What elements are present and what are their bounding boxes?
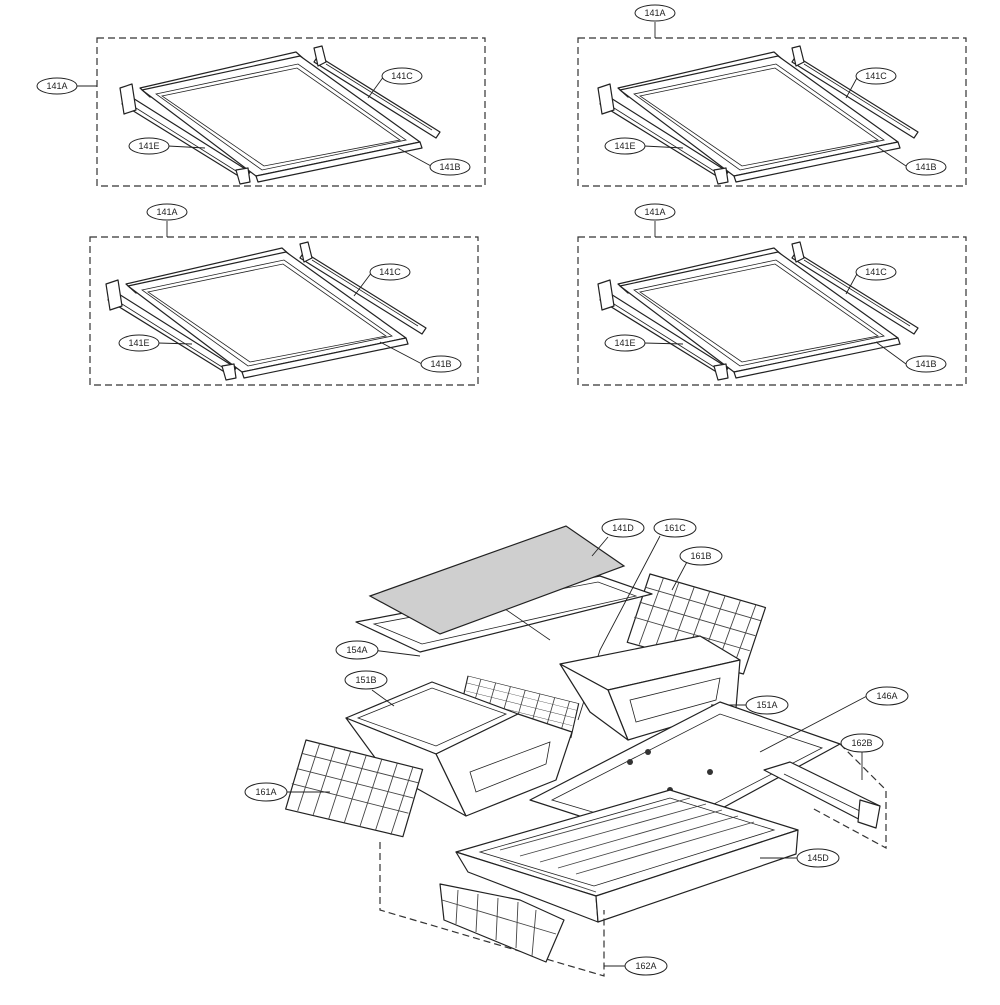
- callout-146a: 146A: [876, 691, 897, 701]
- callout-141c: 141C: [865, 267, 887, 277]
- dashed-frame: [577, 37, 967, 187]
- callout-161b: 161B: [690, 551, 711, 561]
- callout-145d: 145D: [807, 853, 829, 863]
- callout-141d: 141D: [612, 523, 634, 533]
- dashed-frame-162b: [811, 743, 887, 850]
- callout-162b: 162B: [851, 738, 872, 748]
- callout-141c: 141C: [379, 267, 401, 277]
- callout-141a: 141A: [156, 207, 177, 217]
- shelf-drawing: [105, 241, 427, 381]
- callout-141c: 141C: [391, 71, 413, 81]
- shelf-assembly-top-left: 141A 141C 141E 141B: [36, 37, 486, 187]
- callout-141e: 141E: [128, 338, 149, 348]
- callout-161c: 161C: [664, 523, 686, 533]
- callout-141b: 141B: [915, 359, 936, 369]
- callout-162a: 162A: [635, 961, 656, 971]
- callout-141c: 141C: [865, 71, 887, 81]
- callout-141a: 141A: [46, 81, 67, 91]
- shelf-assembly-top-right: 141A 141C 141E 141B: [577, 4, 967, 187]
- guide-162b: [763, 761, 881, 829]
- callout-141e: 141E: [138, 141, 159, 151]
- tray-145d: [455, 789, 799, 923]
- dashed-frame: [89, 236, 479, 386]
- shelf-assembly-mid-left: 141A 141C 141E 141B: [89, 203, 479, 386]
- dashed-frame: [577, 236, 967, 386]
- callout-151b: 151B: [355, 675, 376, 685]
- crisper-assembly: 141D 161C 161B 151A 154A: [244, 518, 909, 977]
- callout-141b: 141B: [430, 359, 451, 369]
- callout-141a: 141A: [644, 207, 665, 217]
- drawer-151a: [559, 635, 741, 741]
- shelf-drawing: [597, 241, 919, 381]
- shelf-drawing: [597, 45, 919, 185]
- callout-141a: 141A: [644, 8, 665, 18]
- dashed-frame-162a: [379, 842, 605, 977]
- shelf-drawing: [119, 45, 441, 185]
- shelf-assembly-mid-right: 141A 141C 141E 141B: [577, 203, 967, 386]
- guide-162a: [439, 883, 565, 963]
- callout-151a: 151A: [756, 700, 777, 710]
- callout-141e: 141E: [614, 141, 635, 151]
- dashed-frame: [96, 37, 486, 187]
- callout-141b: 141B: [915, 162, 936, 172]
- callout-154a: 154A: [346, 645, 367, 655]
- callout-141b: 141B: [439, 162, 460, 172]
- callout-141e: 141E: [614, 338, 635, 348]
- cover-glass-141d: [368, 525, 626, 635]
- callout-161a: 161A: [255, 787, 276, 797]
